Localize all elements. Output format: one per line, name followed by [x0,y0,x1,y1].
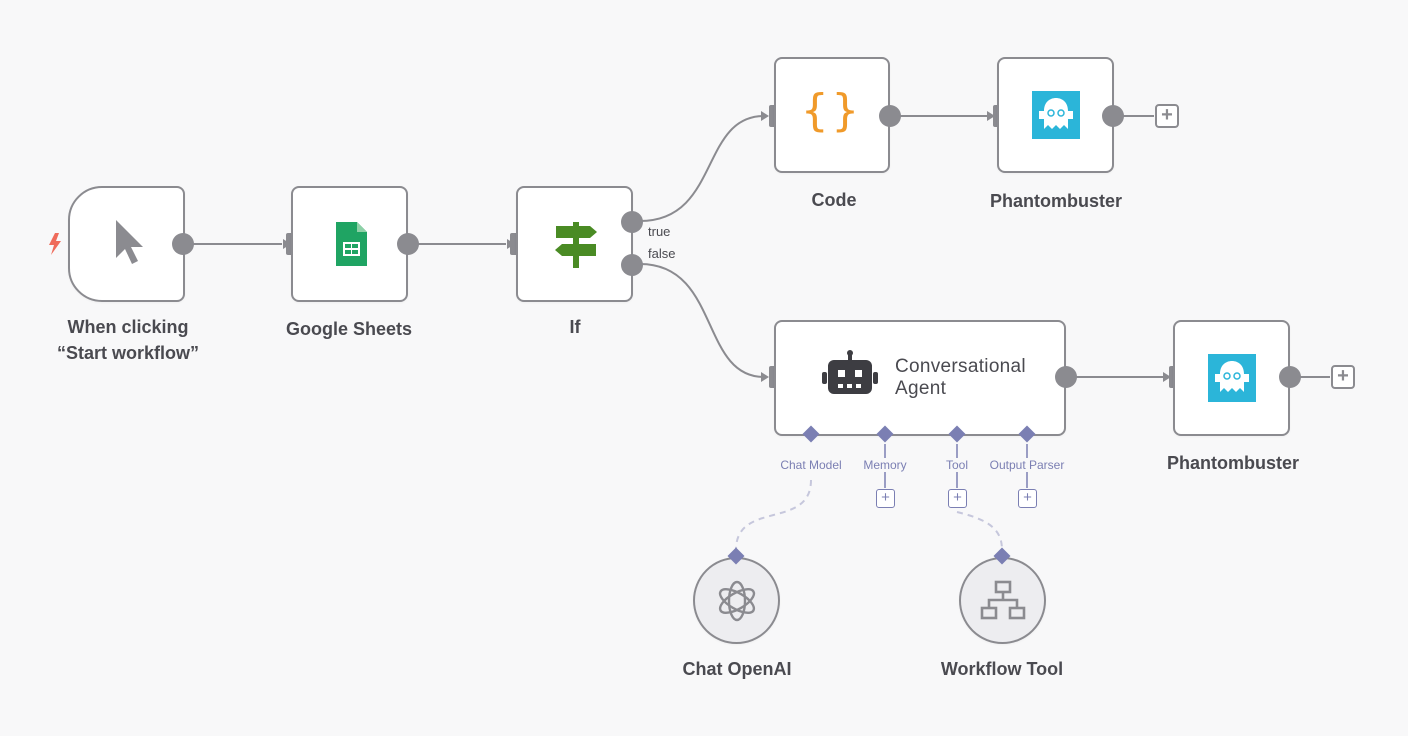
plus-icon: + [1337,365,1349,387]
add-node-button-top[interactable]: + [1155,104,1179,128]
trigger-label-line1: When clicking [67,317,189,337]
connection-tool-workflowtool [956,511,1003,551]
conversational-agent-node[interactable]: Conversational Agent [774,320,1066,436]
robot-icon [822,350,878,394]
phantombuster-ghost-icon [1208,354,1256,402]
plus-icon: + [1023,489,1032,506]
if-false-port[interactable] [621,254,643,276]
memory-port-label: Memory [861,458,909,472]
trigger-label-line2: “Start workflow” [56,343,199,363]
cursor-pointer-icon [116,220,143,264]
chat-openai-node[interactable] [693,557,780,644]
phantom-bottom-label: Phantombuster [1166,453,1299,473]
plus-icon: + [953,489,962,506]
tool-port-label: Tool [943,458,971,472]
connection-chatmodel-openai [735,479,812,551]
agent-title-line2: Agent [895,378,947,399]
if-label: If [569,317,581,337]
output-parser-port-label: Output Parser [987,458,1067,472]
add-node-button-bottom[interactable]: + [1331,365,1355,389]
openai-logo-icon [718,580,756,622]
plus-icon: + [1161,104,1173,126]
plus-icon: + [881,489,890,506]
if-true-label: true [648,224,671,239]
agent-title-line1: Conversational [895,356,1026,377]
workflow-tool-label: Workflow Tool [940,659,1064,679]
signpost-icon [555,222,597,268]
sheets-output-port[interactable] [397,233,419,255]
add-output-parser-button[interactable]: + [1018,489,1037,508]
code-braces-icon: {} [801,85,863,136]
phantom-top-output-port[interactable] [1102,105,1124,127]
if-input-port[interactable] [510,233,520,255]
add-memory-button[interactable]: + [876,489,895,508]
phantombuster-top-node[interactable] [997,57,1114,173]
add-tool-button[interactable]: + [948,489,967,508]
if-true-port[interactable] [621,211,643,233]
if-node[interactable] [516,186,633,302]
phantombuster-ghost-icon [1032,91,1080,139]
agent-output-port[interactable] [1055,366,1077,388]
phantom-top-label: Phantombuster [989,191,1122,211]
sheets-label: Google Sheets [285,319,413,339]
connection-if-code [639,115,765,222]
code-node[interactable]: {} [774,57,890,173]
chat-model-port-label: Chat Model [778,458,844,472]
sitemap-icon [980,580,1026,620]
google-sheets-icon [336,222,367,266]
lightning-bolt-icon [49,233,61,255]
phantom-bottom-output-port[interactable] [1279,366,1301,388]
phantombuster-bottom-node[interactable] [1173,320,1290,436]
code-label: Code [811,190,857,210]
connection-if-agent [639,263,765,378]
code-output-port[interactable] [879,105,901,127]
chat-openai-label: Chat OpenAI [682,659,792,679]
workflow-tool-node[interactable] [959,557,1046,644]
manual-trigger-node[interactable] [68,186,185,302]
trigger-output-port[interactable] [172,233,194,255]
google-sheets-node[interactable] [291,186,408,302]
if-false-label: false [648,246,676,261]
